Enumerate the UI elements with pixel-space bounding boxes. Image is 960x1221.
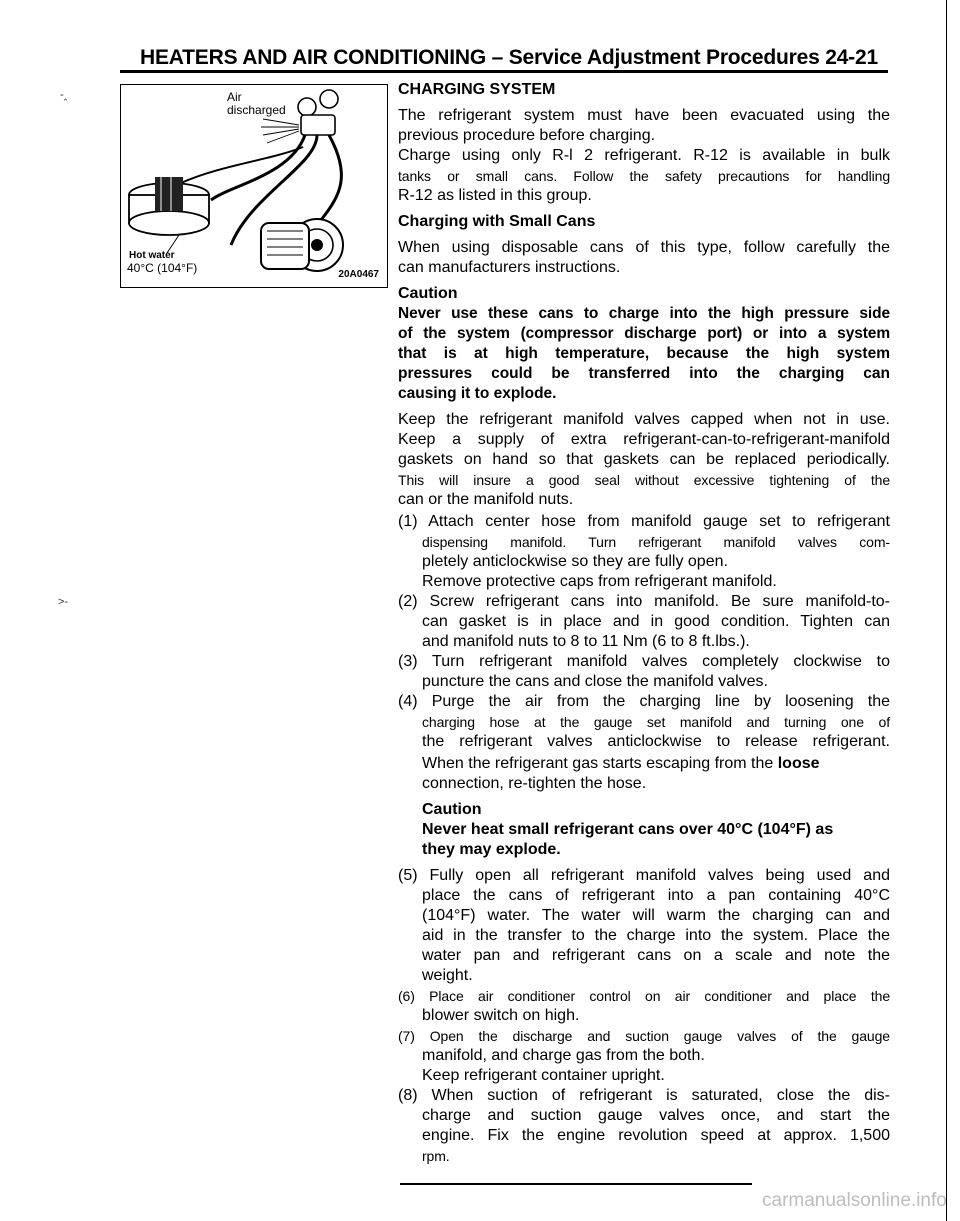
caution-line: Never use these cans to charge into the …	[398, 305, 890, 322]
keep-line: can or the manifold nuts.	[398, 491, 574, 508]
keep-line: This will insure a good seal without exc…	[398, 472, 890, 488]
margin-mark-mid: >-	[58, 596, 69, 608]
step-7-line: Keep refrigerant container upright.	[422, 1067, 665, 1084]
intro-line: R-12 as listed in this group.	[398, 187, 592, 204]
figure-code: 20A0467	[338, 269, 379, 280]
step-8-line: charge and suction gauge valves once, an…	[422, 1107, 890, 1124]
header-rule	[120, 70, 888, 73]
step-1-line: Remove protective caps from refrigerant …	[422, 573, 777, 590]
margin-mark-top: -‸	[60, 89, 68, 101]
figure-label-temperature: 40°C (104°F)	[127, 261, 198, 275]
keep-line: Keep a supply of extra refrigerant-can-t…	[398, 431, 890, 448]
step-5: (5) Fully open all refrigerant manifold …	[398, 867, 890, 884]
step-2-line: can gasket is in place and in good condi…	[422, 613, 890, 630]
step-4-line: the refrigerant valves anticlockwise to …	[422, 733, 890, 750]
step-8-line: engine. Fix the engine revolution speed …	[422, 1127, 890, 1144]
step-1-line: pletely anticlockwise so they are fully …	[422, 553, 728, 570]
step-3: (3) Turn refrigerant manifold valves com…	[398, 653, 890, 670]
subsection-title: Charging with Small Cans	[398, 213, 596, 230]
page-header: HEATERS AND AIR CONDITIONING – Service A…	[140, 46, 878, 69]
footer-rule	[400, 1183, 752, 1185]
caution-2-title: Caution	[422, 801, 482, 818]
body-text: CHARGING SYSTEM The refrigerant system m…	[398, 80, 890, 1166]
step-4-line: charging hose at the gauge set manifold …	[422, 714, 890, 730]
cans-line: When using disposable cans of this type,…	[398, 239, 890, 256]
step-5-line: (104°F) water. The water will warm the c…	[422, 907, 890, 924]
step-4-emphasis: loose	[777, 755, 820, 772]
keep-line: gaskets on hand so that gaskets can be r…	[398, 451, 890, 468]
step-7: (7) Open the discharge and suction gauge…	[398, 1028, 890, 1044]
step-5-line: place the cans of refrigerant into a pan…	[422, 887, 890, 904]
step-1-line: dispensing manifold. Turn refrigerant ma…	[422, 534, 890, 550]
caution-title: Caution	[398, 285, 458, 302]
step-2-line: and manifold nuts to 8 to 11 Nm (6 to 8 …	[422, 633, 750, 650]
section-title: CHARGING SYSTEM	[398, 81, 556, 98]
step-5-line: aid in the transfer to the charge into t…	[422, 927, 890, 944]
step-5-line: water pan and refrigerant cans on a scal…	[422, 947, 890, 964]
figure-label-air: Air	[227, 90, 242, 104]
watermark: carmanualsonline.info	[762, 1190, 947, 1211]
charging-figure: Air discharged Hot water 40°C (104°F) 20…	[120, 84, 388, 288]
intro-line: The refrigerant system must have been ev…	[398, 107, 890, 124]
charging-system-illustration-icon	[128, 89, 344, 272]
step-4-line: When the refrigerant gas starts escaping…	[398, 754, 890, 774]
step-6: (6) Place air conditioner control on air…	[398, 988, 890, 1004]
step-4-line: connection, re-tighten the hose.	[422, 775, 647, 792]
cans-line: can manufacturers instructions.	[398, 259, 621, 276]
caution-line: that is at high temperature, because the…	[398, 345, 890, 362]
page-edge-rule	[946, 0, 947, 1221]
step-3-line: puncture the cans and close the manifold…	[422, 673, 768, 690]
figure-label-discharged: discharged	[227, 103, 286, 117]
intro-line: Charge using only R-l 2 refrigerant. R-1…	[398, 147, 890, 164]
keep-line: Keep the refrigerant manifold valves cap…	[398, 411, 890, 428]
step-6-line: blower switch on high.	[422, 1007, 580, 1024]
step-8: (8) When suction of refrigerant is satur…	[398, 1087, 890, 1104]
caution-line: causing it to explode.	[398, 385, 557, 402]
intro-line: tanks or small cans. Follow the safety p…	[398, 168, 890, 184]
step-5-line: weight.	[422, 967, 473, 984]
step-8-line: rpm.	[422, 1148, 450, 1164]
step-1: (1) Attach center hose from manifold gau…	[398, 513, 890, 530]
step-2: (2) Screw refrigerant cans into manifold…	[398, 593, 890, 610]
step-4-text: When the refrigerant gas starts escaping…	[422, 755, 774, 772]
step-7-line: manifold, and charge gas from the both.	[422, 1047, 705, 1064]
figure-label-hot-water: Hot water	[129, 250, 175, 261]
caution-line: of the system (compressor discharge port…	[398, 325, 890, 342]
caution-2-line: they may explode.	[422, 841, 561, 858]
intro-line: previous procedure before charging.	[398, 127, 656, 144]
step-4: (4) Purge the air from the charging line…	[398, 693, 890, 710]
caution-2-line: Never heat small refrigerant cans over 4…	[422, 821, 834, 838]
caution-line: pressures could be transferred into the …	[398, 365, 890, 382]
